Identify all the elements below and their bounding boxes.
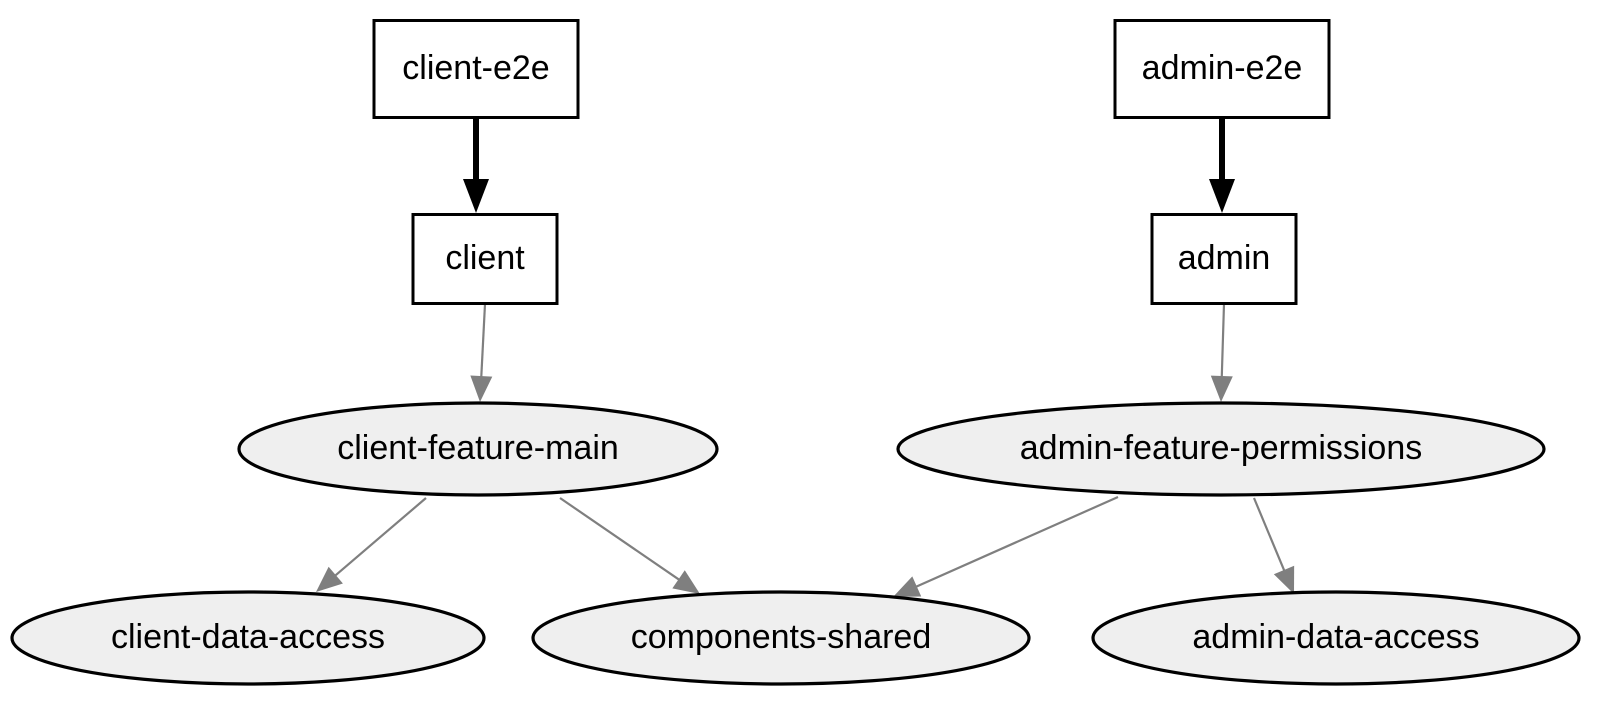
node-layer: client-e2e admin-e2e client admin client-fea… (10, 19, 1581, 686)
node-client-data-access[interactable]: client-data-access (10, 590, 486, 686)
node-admin[interactable]: admin (1150, 213, 1298, 305)
node-shape-rect[interactable] (411, 213, 559, 305)
edge-client-to-client-feature-main (470, 303, 493, 402)
arrowhead-icon (316, 566, 343, 592)
edge-line (559, 497, 681, 582)
node-client-feature-main[interactable]: client-feature-main (237, 401, 719, 497)
edge-line (914, 495, 1119, 589)
edge-layer (316, 118, 1295, 597)
node-shape-ellipse[interactable] (10, 590, 486, 686)
edge-admin-e2e-to-admin (1209, 118, 1235, 213)
edge-line (480, 303, 487, 379)
arrowhead-icon (470, 375, 493, 402)
node-shape-ellipse[interactable] (531, 590, 1031, 686)
arrowhead-icon (1273, 565, 1295, 594)
arrowhead-icon (893, 576, 922, 597)
edge-client-e2e-to-client (463, 118, 489, 213)
edge-client-feature-main-to-client-data-access (316, 497, 427, 592)
node-client[interactable]: client (411, 213, 559, 305)
edge-admin-feature-permissions-to-admin-data-access (1252, 497, 1295, 594)
node-client-e2e[interactable]: client-e2e (372, 19, 580, 119)
edge-line (333, 497, 427, 578)
edge-admin-to-admin-feature-permissions (1210, 303, 1233, 402)
edge-admin-feature-permissions-to-components-shared (893, 495, 1119, 597)
arrowhead-icon (1209, 179, 1235, 213)
edge-line (1252, 497, 1286, 573)
edge-client-feature-main-to-components-shared (559, 497, 700, 594)
node-components-shared[interactable]: components-shared (531, 590, 1031, 686)
node-admin-feature-permissions[interactable]: admin-feature-permissions (896, 401, 1546, 497)
node-admin-data-access[interactable]: admin-data-access (1091, 590, 1581, 686)
arrowhead-icon (1210, 375, 1233, 402)
node-shape-rect[interactable] (372, 19, 580, 119)
node-admin-e2e[interactable]: admin-e2e (1113, 19, 1331, 119)
node-shape-rect[interactable] (1150, 213, 1298, 305)
node-shape-rect[interactable] (1113, 19, 1331, 119)
arrowhead-icon (463, 179, 489, 213)
node-shape-ellipse[interactable] (1091, 590, 1581, 686)
arrowhead-icon (672, 570, 700, 594)
node-shape-ellipse[interactable] (896, 401, 1546, 497)
edge-line (1220, 303, 1226, 379)
node-shape-ellipse[interactable] (237, 401, 719, 497)
